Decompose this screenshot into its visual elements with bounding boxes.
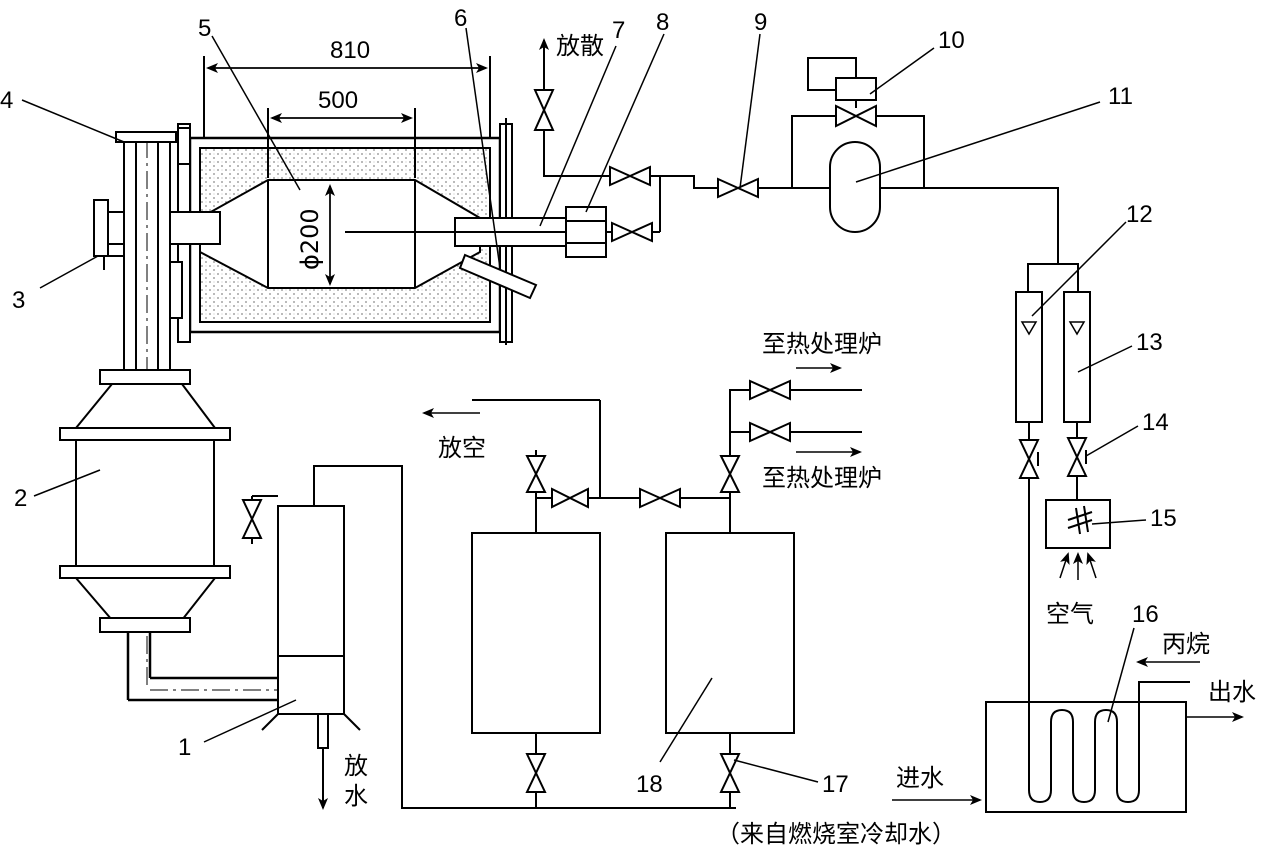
vent-valve-top[interactable] [533, 89, 555, 131]
separator-1 [241, 465, 736, 810]
vaporizer-16 [892, 657, 1244, 813]
label-17: 17 [822, 771, 849, 798]
dimension-phi200: ϕ200 [296, 184, 455, 286]
outlet-pipe-assembly [93, 127, 191, 690]
dimension-810: 810 [203, 37, 491, 138]
buffer-vessel-11 [829, 141, 881, 233]
drain-valve-17[interactable] [719, 753, 741, 793]
cross-valve-right[interactable] [639, 487, 681, 509]
tank-left [471, 532, 601, 734]
propane-label: 丙烷 [1162, 630, 1210, 658]
cooling-water-source-label: （来自燃烧室冷却水） [716, 820, 956, 848]
label-4: 4 [0, 87, 13, 114]
label-5: 5 [198, 15, 211, 42]
label-6: 6 [454, 5, 467, 32]
cross-valve-left[interactable] [551, 487, 589, 509]
gas-feed-line [533, 38, 792, 243]
label-14: 14 [1142, 409, 1169, 436]
regulator-valve-10[interactable] [835, 104, 877, 128]
text-labels: 放散 放空 至热处理炉 至热处理炉 空气 丙烷 出水 进水 （来自燃烧室冷却水）… [344, 32, 1256, 848]
water-in-label: 进水 [896, 764, 944, 792]
flowmeter-13 [1063, 291, 1091, 423]
furnace-valve-1[interactable] [749, 379, 791, 401]
label-18: 18 [636, 771, 663, 798]
flowmeter-12 [1015, 291, 1043, 423]
cooler-2 [59, 383, 231, 633]
dimension-500: 500 [267, 87, 416, 178]
tank-valves [525, 379, 791, 793]
drain-label-2: 水 [344, 782, 368, 810]
dim-810-label: 810 [330, 37, 370, 64]
label-8: 8 [656, 9, 669, 36]
pressure-regulator-10-11 [791, 57, 1059, 264]
air-filter-15 [1045, 499, 1111, 580]
retort-furnace [107, 118, 607, 345]
to-furnace-label-1: 至热处理炉 [762, 330, 882, 358]
storage-tanks-18 [422, 363, 862, 808]
flowmeters-12-13 [1015, 263, 1091, 760]
air-valve-14[interactable] [1066, 437, 1088, 477]
separator-vent-valve[interactable] [241, 499, 263, 539]
gas-valve-upper[interactable] [609, 165, 651, 187]
part-numbers: 1 2 3 4 5 6 7 8 9 10 11 12 13 14 15 16 1… [0, 5, 1177, 798]
label-1: 1 [178, 734, 191, 761]
label-13: 13 [1136, 329, 1163, 356]
furnace-valve-2[interactable] [749, 421, 791, 443]
label-7: 7 [612, 17, 625, 44]
label-3: 3 [12, 287, 25, 314]
label-10: 10 [938, 27, 965, 54]
valve-9[interactable] [717, 177, 759, 199]
leader-lines [21, 27, 1147, 783]
tank-left-top-valve[interactable] [525, 455, 547, 493]
dim-phi200-label: ϕ200 [296, 208, 324, 270]
propane-valve[interactable] [1018, 439, 1040, 479]
vent-label: 放散 [556, 32, 604, 60]
tank-right [665, 532, 795, 734]
tank-right-top-valve[interactable] [719, 455, 741, 493]
dim-500-label: 500 [318, 87, 358, 114]
label-11: 11 [1108, 83, 1133, 110]
label-12: 12 [1126, 201, 1153, 228]
water-out-label: 出水 [1208, 678, 1256, 706]
gas-valve-lower[interactable] [611, 221, 653, 243]
label-15: 15 [1150, 505, 1177, 532]
to-furnace-label-2: 至热处理炉 [762, 464, 882, 492]
label-2: 2 [14, 485, 27, 512]
drain-label-1: 放 [344, 752, 368, 780]
tank-left-drain-valve[interactable] [525, 753, 547, 793]
exhaust-label: 放空 [438, 434, 486, 462]
air-label: 空气 [1046, 600, 1094, 628]
label-16: 16 [1132, 601, 1159, 628]
pipe-to-separator [126, 632, 278, 702]
label-9: 9 [754, 9, 767, 36]
